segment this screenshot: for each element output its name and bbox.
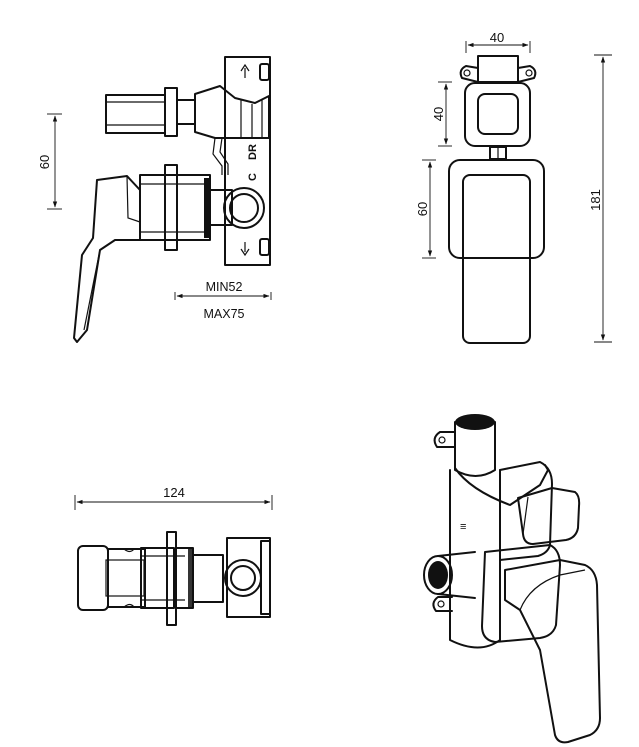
- outlet-port: [223, 187, 265, 229]
- diverter-knob: [477, 93, 519, 135]
- side-view: 60 DR C: [37, 56, 272, 343]
- iso-lever-handle: [504, 559, 601, 744]
- iso-marking: ≡: [460, 521, 466, 533]
- dimension-front-width: 40: [465, 30, 531, 53]
- upper-flange: [164, 87, 178, 137]
- diverter-spindle: [105, 94, 166, 134]
- arrow-down-icon: [240, 242, 250, 257]
- dimension-side-height: 60: [37, 113, 62, 210]
- dim-label-40-height: 40: [431, 107, 446, 121]
- front-view: 40 40 60: [415, 30, 612, 344]
- dimension-front-total: 181: [588, 54, 612, 343]
- lever-handle-front: [462, 174, 531, 344]
- mounting-bracket: [224, 56, 271, 266]
- dimension-front-diverter: 40: [431, 81, 452, 147]
- dimension-wall-depth: MIN52 MAX75: [174, 280, 272, 321]
- lever-cap: [77, 545, 109, 611]
- lower-body: [139, 174, 211, 241]
- top-view: 124: [74, 485, 273, 626]
- dim-label-124: 124: [163, 485, 185, 500]
- dim-label-60-front: 60: [415, 202, 430, 216]
- lever-plate: [448, 159, 545, 259]
- dimension-front-lever: 60: [415, 159, 436, 259]
- marking-c: C: [247, 173, 259, 181]
- iso-diverter-knob: [517, 487, 581, 545]
- lever-handle: [73, 175, 141, 343]
- dimension-top-depth: 124: [74, 485, 273, 510]
- dim-label-max: MAX75: [204, 307, 245, 321]
- dim-label-min: MIN52: [206, 280, 243, 294]
- dim-label-60: 60: [37, 155, 52, 169]
- isometric-view: ≡: [423, 414, 601, 744]
- dim-label-181: 181: [588, 189, 603, 211]
- dim-label-40-width: 40: [490, 30, 504, 45]
- top-inlet: [477, 55, 519, 83]
- upper-body: [194, 85, 270, 139]
- lower-flange: [164, 164, 178, 251]
- marking-dr: DR: [247, 144, 259, 160]
- diverter-plate: [464, 82, 531, 147]
- top-outlet-port: [224, 559, 262, 597]
- arrow-up-icon: [240, 63, 250, 78]
- iso-lever-plate: [481, 544, 561, 643]
